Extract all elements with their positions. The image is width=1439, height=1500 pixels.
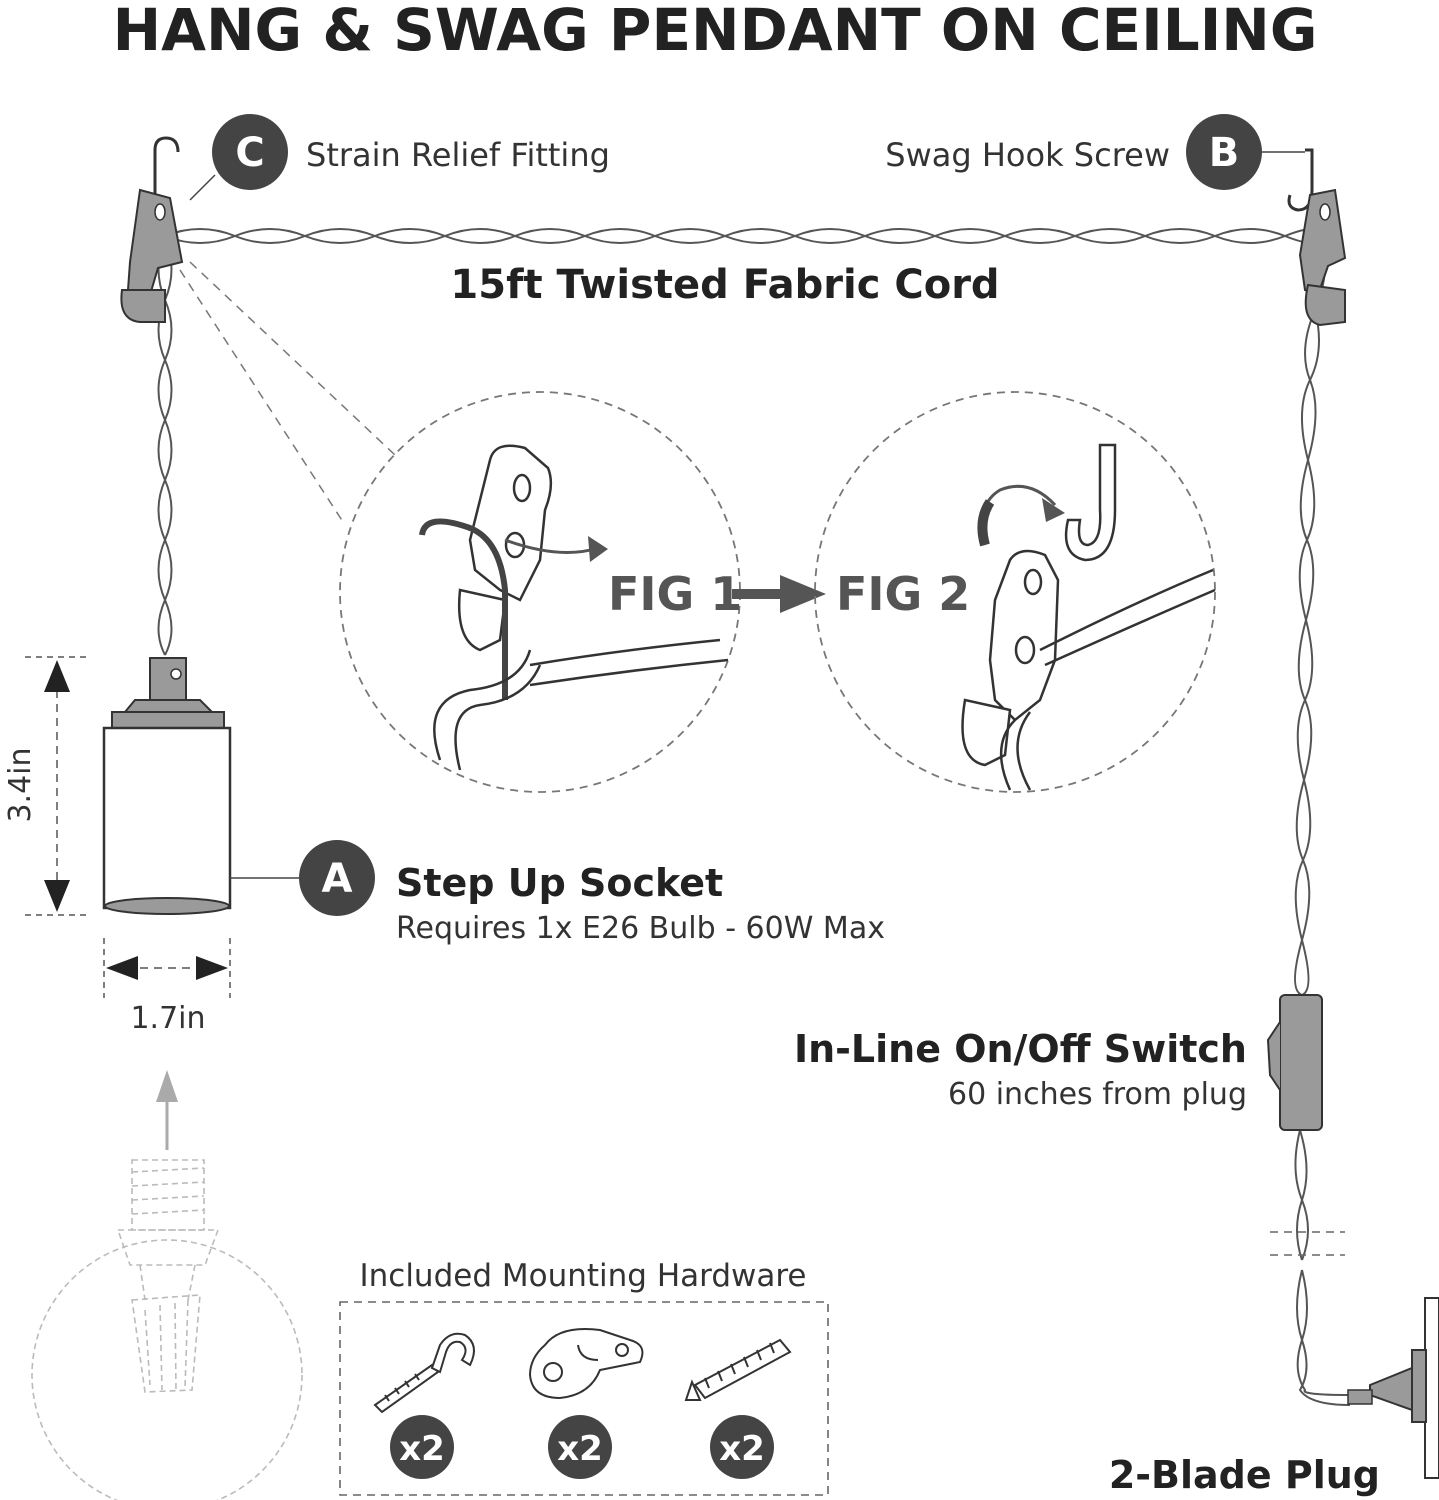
- switch-subtitle: 60 inches from plug: [948, 1077, 1247, 1112]
- callout-a-subtitle: Requires 1x E26 Bulb - 60W Max: [396, 911, 885, 946]
- hardware-title: Included Mounting Hardware: [359, 1258, 806, 1294]
- callout-b-label: Swag Hook Screw: [885, 136, 1170, 174]
- strain-relief-icon: [528, 1328, 644, 1400]
- fig2-detail-circle: [814, 391, 1216, 793]
- height-label: 3.4in: [3, 747, 38, 822]
- left-hook-icon: [120, 136, 184, 323]
- hardware-qty-badge-3: [710, 1415, 774, 1479]
- cord-label: 15ft Twisted Fabric Cord: [450, 262, 999, 308]
- right-hook-icon: [1287, 148, 1347, 327]
- width-dimension: [103, 938, 231, 998]
- inline-switch-icon: [1266, 994, 1323, 1131]
- callout-b-letter: B: [1209, 130, 1240, 176]
- height-dimension: [25, 656, 88, 916]
- hardware-qty-3: x2: [719, 1429, 765, 1469]
- hardware-qty-2: x2: [557, 1429, 603, 1469]
- fig2-label: FIG 2: [836, 567, 970, 621]
- callout-b-badge: [1186, 114, 1262, 190]
- fig2-strain-relief-icon: [961, 549, 1060, 767]
- two-blade-plug-icon: [1347, 1297, 1439, 1479]
- callout-a-badge: [299, 840, 375, 916]
- cord-break-mark: [1270, 1231, 1345, 1256]
- page-title: HANG & SWAG PENDANT ON CEILING: [113, 0, 1318, 64]
- hardware-box: [339, 1301, 829, 1496]
- callout-c-badge: [212, 114, 288, 190]
- hook-screw-icon: [373, 1332, 475, 1414]
- hardware-qty-badge-2: [548, 1415, 612, 1479]
- hardware-qty-badge-1: [390, 1415, 454, 1479]
- callout-c-label: Strain Relief Fitting: [306, 136, 610, 174]
- hardware-qty-1: x2: [399, 1429, 445, 1469]
- zoom-lines: [179, 261, 396, 526]
- step-up-socket-icon: [102, 657, 232, 915]
- fig1-label: FIG 1: [608, 567, 742, 621]
- width-label: 1.7in: [130, 1001, 205, 1036]
- plug-label: 2-Blade Plug: [1109, 1453, 1380, 1497]
- fig2-hook-icon: [1064, 443, 1117, 562]
- callout-a-title: Step Up Socket: [396, 861, 723, 905]
- twisted-fabric-cord: [157, 228, 1351, 1406]
- callout-a-letter: A: [322, 856, 353, 902]
- callout-c-letter: C: [235, 130, 264, 176]
- edison-bulb-icon: [31, 1159, 303, 1500]
- fig-arrow-icon: [732, 575, 826, 613]
- switch-title: In-Line On/Off Switch: [794, 1027, 1247, 1071]
- bulb-arrow-icon: [156, 1070, 178, 1150]
- wall-anchor-icon: [684, 1338, 792, 1401]
